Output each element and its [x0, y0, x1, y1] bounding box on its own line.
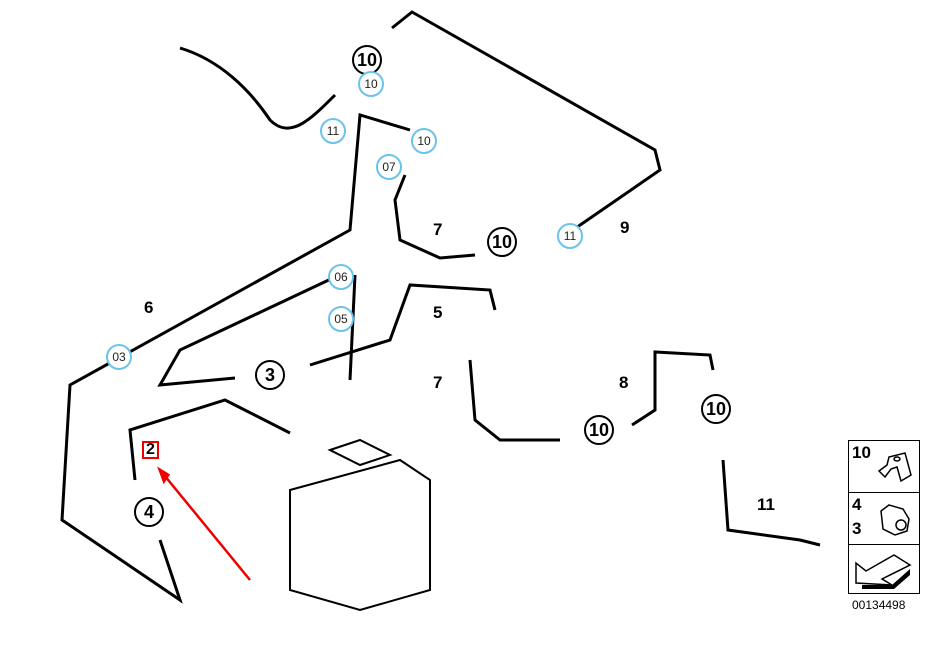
legend-label-10: 10: [852, 443, 871, 462]
circle-label-4: 4: [134, 497, 164, 527]
diagram-code: 00134498: [852, 598, 906, 612]
circle-label-10: 10: [701, 394, 731, 424]
legend-cell-nut: 4 3: [849, 493, 919, 545]
callout-03[interactable]: 03: [106, 344, 132, 370]
hose-11: [721, 459, 821, 547]
callout-10[interactable]: 10: [411, 128, 437, 154]
arrow-direction-icon: [855, 554, 912, 589]
highlighted-part-label-2[interactable]: 2: [142, 441, 159, 459]
legend-cell-arrow: [849, 545, 919, 593]
callout-11[interactable]: 11: [557, 223, 583, 249]
part-label-8: 8: [619, 373, 629, 392]
part-label-6: 6: [144, 298, 154, 317]
hose-7-lower: [468, 359, 560, 442]
pipe-6: [60, 113, 411, 604]
part-label-11: 11: [757, 495, 775, 514]
circle-label-3: 3: [255, 360, 285, 390]
hose-7-upper: [393, 174, 476, 260]
legend-label-3: 3: [852, 519, 862, 538]
abs-unit: [289, 438, 431, 612]
highlight-arrow: [159, 469, 251, 581]
pipe-8: [631, 350, 715, 427]
legend-cell-bracket: 10: [849, 441, 919, 493]
circle-label-10: 10: [487, 227, 517, 257]
legend-box: 10 4 3: [848, 440, 920, 594]
hose-top-left: [179, 46, 337, 130]
callout-10[interactable]: 10: [358, 71, 384, 97]
part-label-7-upper: 7: [433, 220, 443, 239]
pipe-9: [391, 10, 662, 234]
part-label-9: 9: [620, 218, 630, 237]
circle-label-10: 10: [584, 415, 614, 445]
hex-nut-fitting-icon: [880, 504, 910, 536]
pipe-3-loop: [157, 268, 357, 387]
callout-05[interactable]: 05: [328, 306, 354, 332]
part-label-7-lower: 7: [433, 373, 443, 392]
callout-06[interactable]: 06: [328, 264, 354, 290]
part-label-5: 5: [433, 303, 443, 322]
pipe-2: [128, 398, 291, 481]
legend-label-4: 4: [852, 495, 862, 514]
callout-11[interactable]: 11: [320, 118, 346, 144]
pipe-5: [309, 283, 497, 367]
bracket-clip-icon: [877, 452, 912, 483]
callout-07[interactable]: 07: [376, 154, 402, 180]
